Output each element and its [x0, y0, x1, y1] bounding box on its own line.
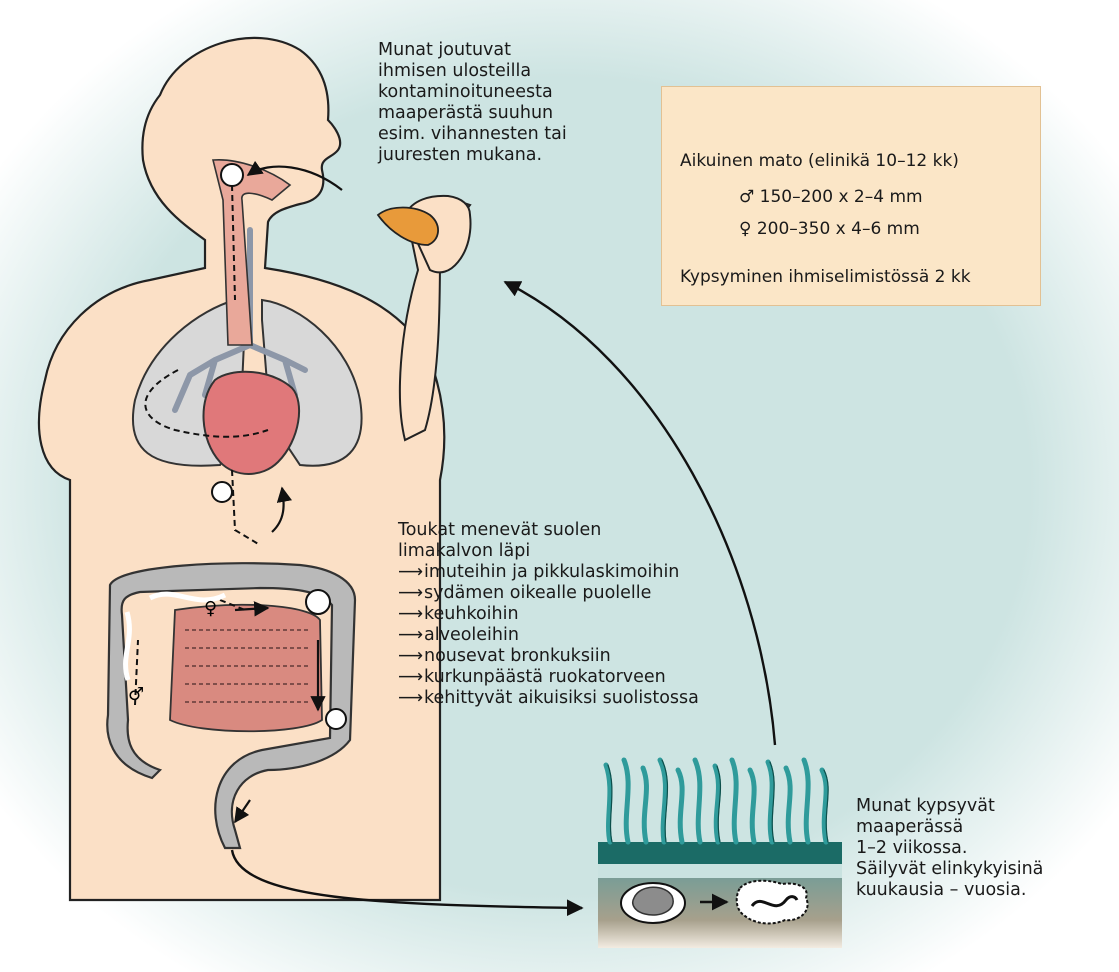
step-text: sydämen oikealle puolelle — [424, 583, 651, 604]
female-symbol: ♀ — [204, 598, 217, 619]
larvae-intro: Toukat menevät suolen limakalvon läpi — [398, 520, 699, 562]
step-text: nousevat bronkuksiin — [424, 646, 611, 667]
egg-contents — [633, 887, 673, 915]
female-symbol-info: ♀ — [739, 219, 751, 239]
migration-step: ⟶imuteihin ja pikkulaskimoihin — [398, 562, 699, 583]
step-text: imuteihin ja pikkulaskimoihin — [424, 562, 679, 583]
female-size-row: ♀ 200–350 x 4–6 mm — [739, 219, 920, 239]
larvae-migration-list: Toukat menevät suolen limakalvon läpi ⟶i… — [398, 520, 699, 709]
step-text: kehittyvät aikuisiksi suolistossa — [424, 688, 699, 709]
arrow-glyph: ⟶ — [398, 604, 424, 625]
step-text: kurkunpäästä ruokatorveen — [424, 667, 666, 688]
small-intestine — [170, 605, 322, 731]
migration-step: ⟶sydämen oikealle puolelle — [398, 583, 699, 604]
migration-step: ⟶nousevat bronkuksiin — [398, 646, 699, 667]
male-size-row: ♂ 150–200 x 2–4 mm — [739, 187, 923, 207]
soil-maturation-text: Munat kypsyvät maaperässä 1–2 viikossa. … — [856, 796, 1043, 901]
male-symbol-info: ♂ — [739, 187, 754, 207]
step-text: keuhkoihin — [424, 604, 519, 625]
migration-step: ⟶kurkunpäästä ruokatorveen — [398, 667, 699, 688]
arrow-glyph: ⟶ — [398, 562, 424, 583]
arrow-glyph: ⟶ — [398, 625, 424, 646]
ingestion-text: Munat joutuvat ihmisen ulosteilla kontam… — [378, 40, 567, 166]
arrow-glyph: ⟶ — [398, 667, 424, 688]
migration-step: ⟶keuhkoihin — [398, 604, 699, 625]
migration-step: ⟶kehittyvät aikuisiksi suolistossa — [398, 688, 699, 709]
arrow-glyph: ⟶ — [398, 583, 424, 604]
step-text: alveoleihin — [424, 625, 519, 646]
migration-step: ⟶alveoleihin — [398, 625, 699, 646]
info-box: Aikuinen mato (elinikä 10–12 kk) ♂ 150–2… — [661, 86, 1041, 306]
female-size: 200–350 x 4–6 mm — [757, 219, 920, 239]
male-symbol: ♂ — [128, 684, 144, 705]
egg-embryonated — [737, 881, 808, 924]
male-size: 150–200 x 2–4 mm — [760, 187, 923, 207]
adult-worm-label: Aikuinen mato (elinikä 10–12 kk) — [680, 151, 959, 171]
arrow-glyph: ⟶ — [398, 646, 424, 667]
maturation-text: Kypsyminen ihmiselimistössä 2 kk — [680, 267, 971, 287]
arrow-glyph: ⟶ — [398, 688, 424, 709]
